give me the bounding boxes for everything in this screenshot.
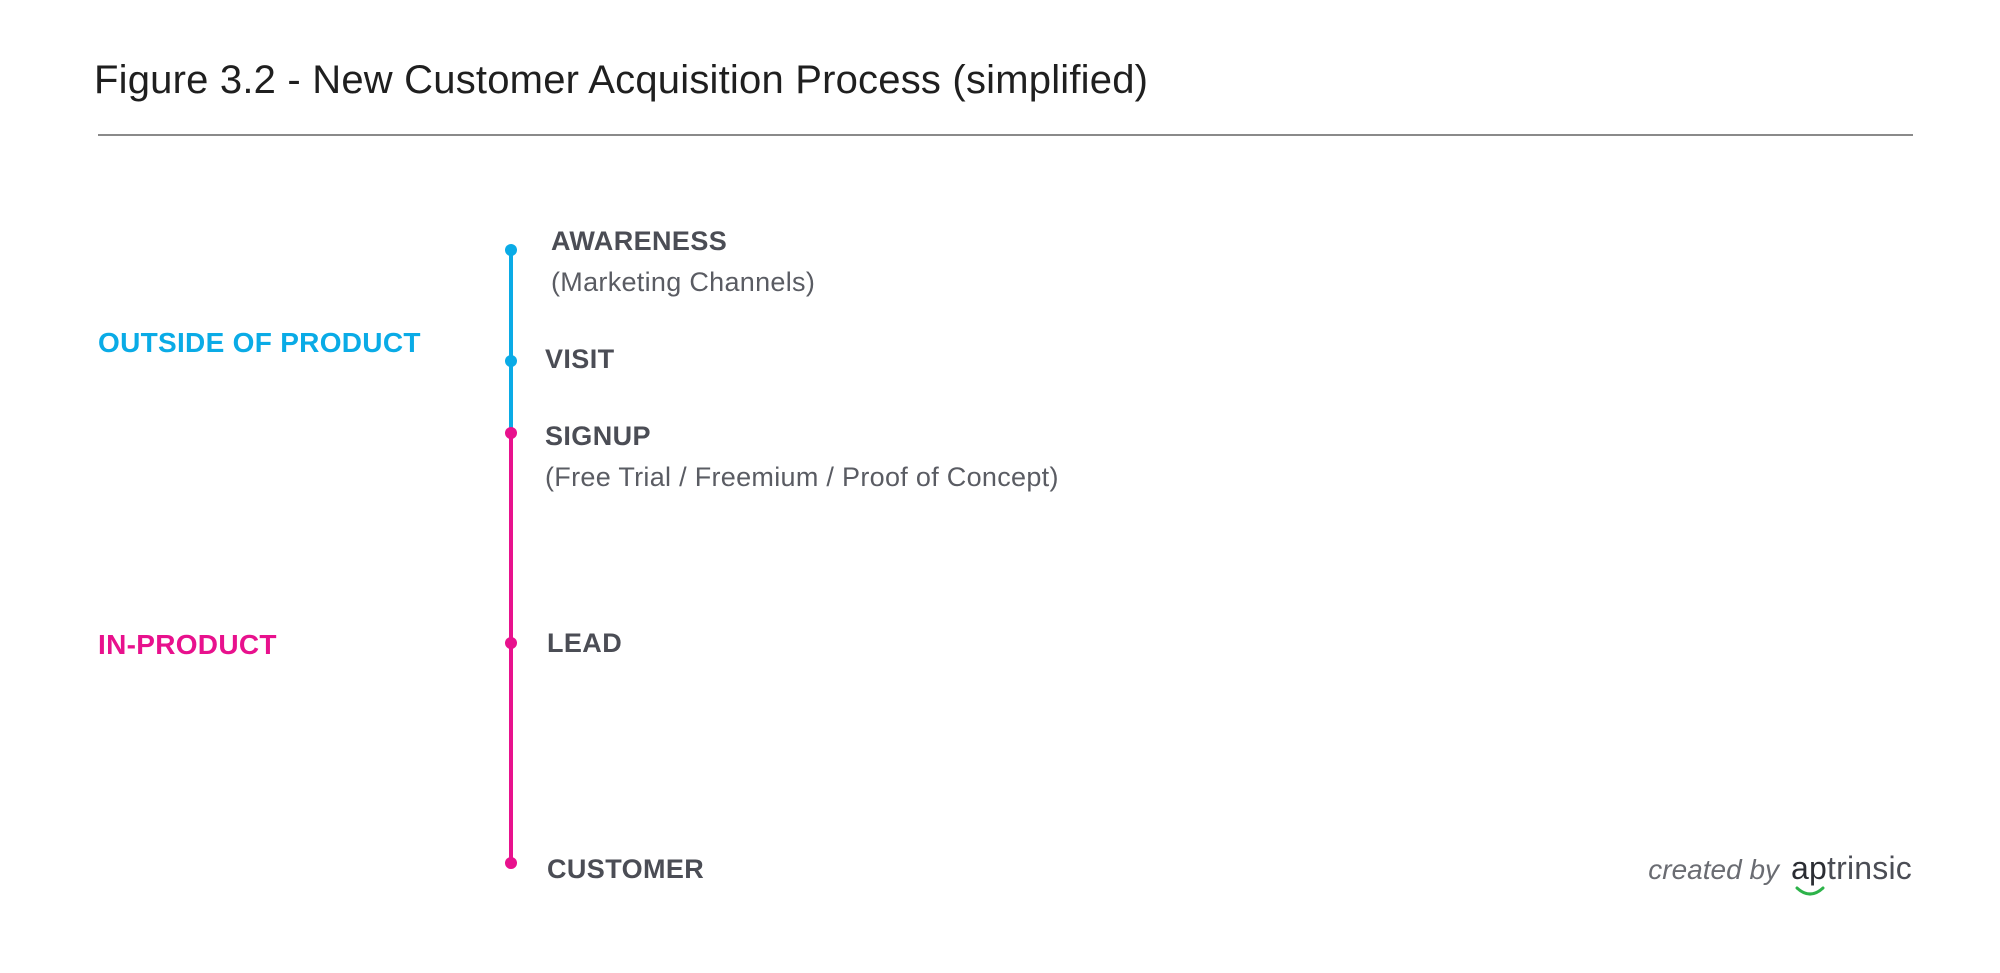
step-name: CUSTOMER [547,854,705,884]
timeline-node-lead [505,637,517,649]
timeline-node-awareness [505,244,517,256]
step-visit: VISIT [545,344,615,375]
credit-prefix: created by [1648,854,1780,885]
step-name: LEAD [547,628,623,658]
figure-title: Figure 3.2 - New Customer Acquisition Pr… [94,58,1149,102]
timeline-node-visit [505,355,517,367]
step-customer: CUSTOMER [547,854,704,885]
step-lead: LEAD [547,628,622,659]
step-name: VISIT [545,344,615,374]
phase-label-in-product: IN-PRODUCT [98,629,277,660]
step-awareness: AWARENESS (Marketing Channels) [551,226,815,298]
step-signup: SIGNUP (Free Trial / Freemium / Proof of… [545,421,1059,493]
step-detail: (Free Trial / Freemium / Proof of Concep… [545,462,1059,492]
step-detail: (Marketing Channels) [551,267,816,297]
timeline-node-customer [505,857,517,869]
title-divider [98,134,1913,136]
step-name: SIGNUP [545,421,651,451]
step-name: AWARENESS [551,226,728,256]
phase-label-outside-of-product: OUTSIDE OF PRODUCT [98,327,421,358]
brand-smile-icon [1795,886,1825,896]
brand-logo-part1: ap [1791,850,1828,886]
credit-line: created by aptrinsic [1648,850,1912,896]
brand-logo: aptrinsic [1791,850,1912,896]
timeline-node-signup [505,427,517,439]
brand-logo-part2: trinsic [1827,850,1912,886]
